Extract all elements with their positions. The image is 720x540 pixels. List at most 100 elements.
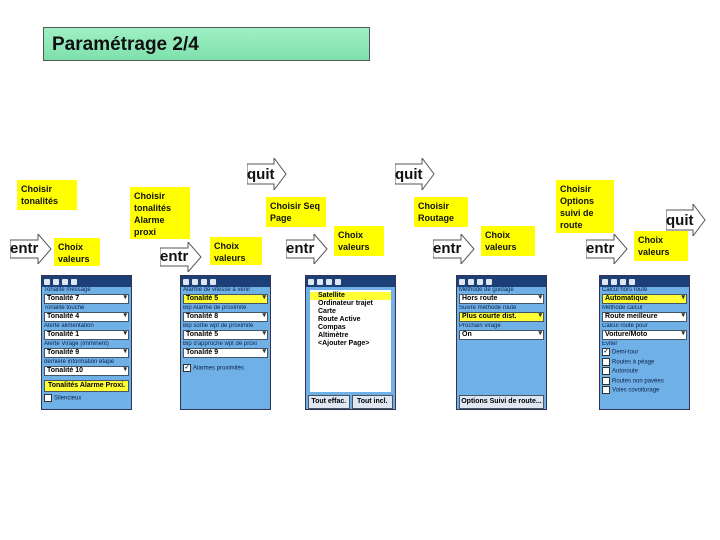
field-label: Suivre méthode route	[459, 305, 517, 311]
tone-select[interactable]: Tonalité 8	[183, 312, 268, 322]
screen-status-bar	[600, 276, 689, 287]
checkbox-icon	[602, 386, 610, 395]
check-icon: ✓	[602, 348, 610, 356]
page-title: Paramétrage 2/4	[43, 27, 370, 61]
field-label: Eviter	[602, 341, 618, 347]
tonalites-alarme-button[interactable]: Tonalités Alarme Proxi.	[44, 380, 129, 392]
screen-status-bar	[306, 276, 395, 287]
avoid-checkbox[interactable]: Routes à péage	[600, 357, 689, 368]
right-arrow-icon	[160, 242, 202, 272]
tone-select[interactable]: Tonalité 9	[44, 348, 129, 358]
screen-status-bar	[181, 276, 270, 287]
entr-arrow: entr	[433, 234, 475, 264]
screen-routage: Méthode de guidage Hors route Suivre mét…	[456, 275, 547, 410]
list-item[interactable]: Satellite	[310, 292, 391, 300]
avoid-checkbox[interactable]: Autoroute	[600, 367, 689, 377]
field-label: Tonalité message	[44, 287, 91, 293]
note-choix-valeurs: Choix valeurs	[481, 226, 535, 256]
battery-icon	[486, 278, 492, 285]
list-item[interactable]: Route Active	[318, 316, 361, 323]
page-icon	[183, 278, 189, 285]
options-suivi-route-button[interactable]: Options Suivi de route...	[459, 395, 544, 409]
entr-arrow: entr	[286, 234, 328, 264]
field-label: Méthode de guidage	[459, 287, 514, 293]
settings-icon	[468, 278, 474, 285]
page-icon	[44, 278, 50, 285]
field-label: Prochain virage	[459, 323, 501, 329]
quit-arrow: quit	[247, 158, 287, 190]
note-choisir-routage: Choisir Routage	[414, 197, 468, 227]
checkbox-icon	[44, 394, 52, 402]
tout-effac-button[interactable]: Tout effac.	[308, 395, 350, 409]
page-icon	[308, 278, 314, 285]
tone-select[interactable]: Tonalité 7	[44, 294, 129, 304]
check-icon: ✓	[183, 364, 191, 372]
field-label: Méthode calcul	[602, 305, 643, 311]
field-label: Alerte Virage (Imminent)	[44, 341, 109, 347]
avoid-checkbox[interactable]: Routes non pavées	[600, 376, 689, 387]
guidance-select[interactable]: Hors route	[459, 294, 544, 304]
list-item[interactable]: <Ajouter Page>	[318, 340, 370, 347]
signal-icon	[326, 278, 332, 285]
page-sequence-list: Satellite Ordinateur trajet Carte Route …	[310, 290, 391, 392]
entr-arrow: entr	[160, 242, 202, 272]
battery-icon	[210, 278, 216, 285]
page-icon	[602, 278, 608, 285]
vehicle-select[interactable]: Voiture/Moto	[602, 330, 687, 340]
battery-icon	[629, 278, 635, 285]
note-choisir-seq-page: Choisir Seq Page	[266, 197, 326, 227]
avoid-checkbox[interactable]: Voies covoiturage	[600, 386, 689, 396]
note-choix-valeurs: Choix valeurs	[634, 231, 688, 261]
calc-method-select[interactable]: Route meilleure	[602, 312, 687, 322]
list-item[interactable]: Carte	[318, 308, 336, 315]
settings-icon	[53, 278, 59, 285]
offroute-select[interactable]: Automatique	[602, 294, 687, 304]
checkbox-icon	[602, 357, 610, 366]
note-choisir-alarme-proxi: Choisir tonalités Alarme proxi	[130, 187, 190, 239]
list-item[interactable]: Ordinateur trajet	[318, 300, 373, 307]
note-choisir-tonalites: Choisir tonalités	[17, 180, 77, 210]
checkbox-icon	[602, 367, 610, 376]
screen-options-suivi: Calcul hors route Automatique Méthode ca…	[599, 275, 690, 410]
tone-select[interactable]: Tonalité 4	[44, 312, 129, 322]
right-arrow-icon	[247, 158, 287, 190]
tone-select[interactable]: Tonalité 9	[183, 348, 268, 358]
quit-arrow: quit	[395, 158, 435, 190]
signal-icon	[620, 278, 626, 285]
right-arrow-icon	[586, 234, 628, 264]
field-label: Tonalité touche	[44, 305, 85, 311]
note-choix-valeurs: Choix valeurs	[54, 238, 100, 266]
tone-select[interactable]: Tonalité 5	[183, 330, 268, 340]
settings-icon	[317, 278, 323, 285]
tone-select[interactable]: Tonalité 10	[44, 366, 129, 376]
next-turn-select[interactable]: On	[459, 330, 544, 340]
list-item[interactable]: Compas	[318, 324, 346, 331]
right-arrow-icon	[666, 204, 706, 236]
tout-incl-button[interactable]: Tout incl.	[351, 395, 393, 409]
entr-arrow: entr	[586, 234, 628, 264]
alarmes-proximites-checkbox[interactable]: ✓Alarmes proximités	[183, 364, 245, 372]
screen-tonalites: Tonalité message Tonalité 7 Tonalité tou…	[41, 275, 132, 410]
settings-icon	[611, 278, 617, 285]
right-arrow-icon	[395, 158, 435, 190]
route-method-select[interactable]: Plus courte dist.	[459, 312, 544, 322]
screen-status-bar	[457, 276, 546, 287]
checkbox-icon	[602, 376, 610, 385]
avoid-checkbox[interactable]: ✓Demi-tour	[602, 348, 639, 356]
screen-alarme-proxi: Alarme de vitesse à venir Tonalité 5 Bip…	[180, 275, 271, 410]
field-label: Bip sortie wpt de proximité	[183, 323, 254, 329]
silencieux-checkbox[interactable]: Silencieux	[42, 394, 131, 404]
quit-arrow: quit	[666, 204, 706, 236]
signal-icon	[62, 278, 68, 285]
entr-arrow: entr	[10, 234, 52, 264]
right-arrow-icon	[10, 234, 52, 264]
list-item[interactable]: Altimètre	[318, 332, 349, 339]
field-label: Bip d'approche wpt de proxi	[183, 341, 257, 347]
tone-select[interactable]: Tonalité 1	[44, 330, 129, 340]
battery-icon	[335, 278, 341, 285]
battery-icon	[71, 278, 77, 285]
screen-status-bar	[42, 276, 131, 287]
tone-select[interactable]: Tonalité 5	[183, 294, 268, 304]
signal-icon	[477, 278, 483, 285]
note-choisir-options-suivi: Choisir Options suivi de route	[556, 180, 614, 233]
